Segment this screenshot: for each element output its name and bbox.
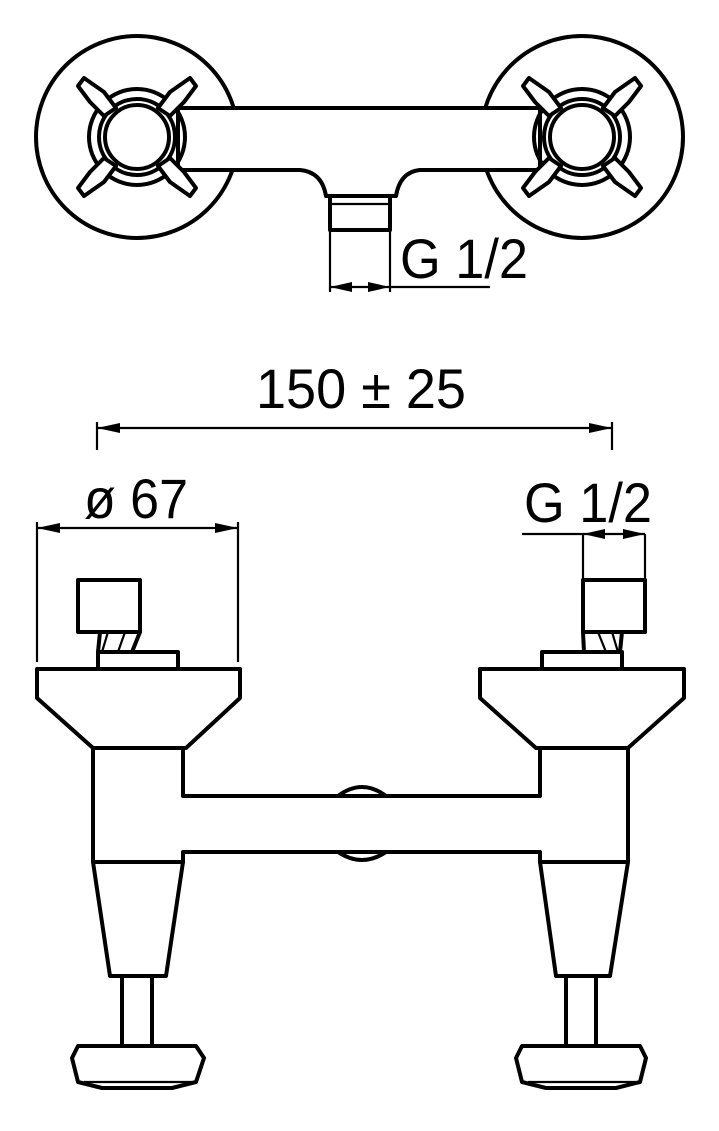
- rosette-diameter-dimension: ø 67: [35, 467, 240, 662]
- left-eccentric-head: [35, 667, 242, 750]
- right-top-fitting: [540, 578, 647, 671]
- top-outlet-nipple: [328, 194, 392, 232]
- center-top-bump: [336, 785, 388, 798]
- top-outlet-label: G 1/2: [400, 227, 528, 290]
- left-top-fitting: [76, 578, 180, 671]
- left-lower-leg: [70, 860, 206, 1090]
- center-distance-label: 150 ± 25: [256, 357, 466, 420]
- faucet-body: [91, 746, 630, 864]
- side-inlet-dimension: G 1/2: [522, 471, 652, 580]
- right-lower-leg: [514, 860, 648, 1090]
- right-cross-handle: [521, 76, 643, 198]
- rosette-diameter-label: ø 67: [84, 467, 188, 530]
- center-distance-dimension: 150 ± 25: [95, 357, 614, 450]
- right-eccentric-head: [478, 667, 686, 750]
- top-outlet-dimension: G 1/2: [328, 227, 528, 292]
- left-cross-handle: [76, 76, 198, 198]
- top-body-bar: [176, 106, 542, 198]
- top-view: G 1/2: [34, 34, 685, 292]
- side-inlet-label: G 1/2: [524, 471, 652, 534]
- front-view: 150 ± 25 ø 67 G 1/2: [35, 357, 686, 1090]
- center-bottom-bump: [336, 850, 388, 862]
